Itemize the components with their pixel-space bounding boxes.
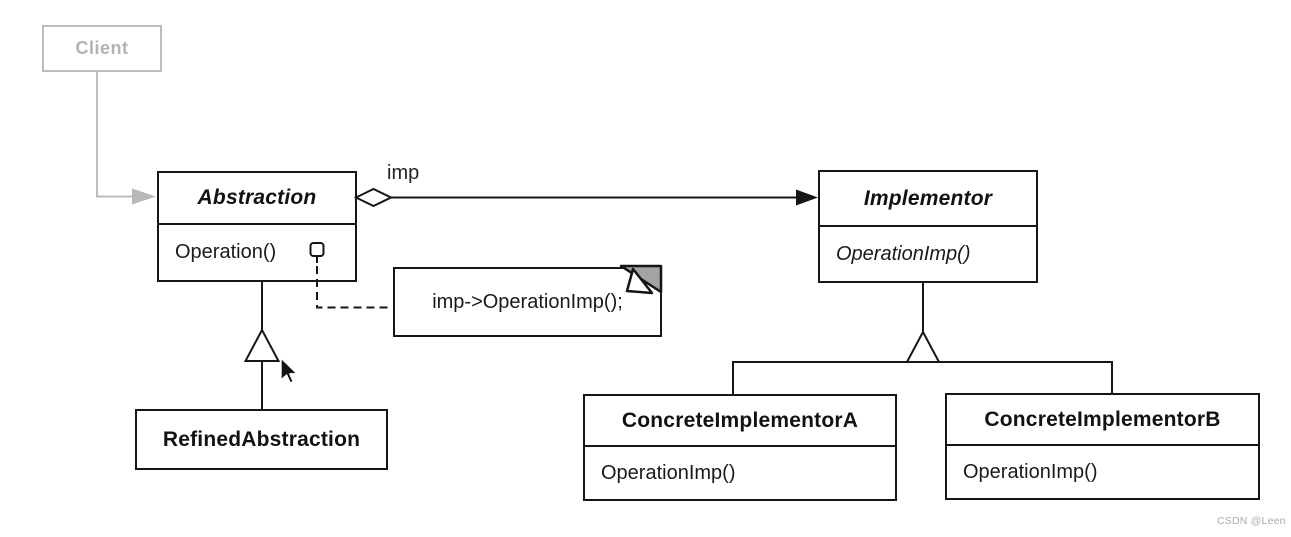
- class-client-name: Client: [75, 38, 129, 58]
- class-concrete-implementor-b-method: OperationImp(): [963, 460, 1098, 483]
- class-abstraction-name: Abstraction: [159, 173, 355, 225]
- class-concrete-implementor-b-name: ConcreteImplementorB: [947, 395, 1258, 446]
- mouse-cursor-icon: [280, 357, 298, 384]
- code-note: imp->OperationImp();: [393, 267, 662, 337]
- class-concrete-implementor-a: ConcreteImplementorA OperationImp(): [583, 394, 897, 501]
- class-client: Client: [42, 25, 162, 72]
- aggregation-diamond-icon: [353, 187, 394, 208]
- inheritance-triangle-implementor-icon: [905, 329, 941, 363]
- inheritance-triangle-abstraction-icon: [243, 327, 281, 362]
- class-implementor-name: Implementor: [820, 172, 1036, 227]
- class-refined-abstraction-name: RefinedAbstraction: [162, 427, 361, 451]
- class-concrete-implementor-b: ConcreteImplementorB OperationImp(): [945, 393, 1260, 500]
- class-abstraction-method-operation: Operation(): [175, 241, 277, 263]
- client-dependency-arrowhead-icon: [132, 188, 156, 205]
- class-implementor-method-operationimp: OperationImp(): [836, 242, 971, 265]
- class-concrete-implementor-a-name: ConcreteImplementorA: [585, 396, 895, 447]
- class-implementor: Implementor OperationImp(): [818, 170, 1038, 283]
- implementor-hierarchy-connector: [732, 361, 1113, 394]
- client-dependency-line: [96, 72, 133, 198]
- watermark: CSDN @Leen: [1217, 515, 1286, 527]
- imp-role-label: imp: [387, 162, 420, 184]
- class-refined-abstraction: RefinedAbstraction: [135, 409, 388, 470]
- navigability-arrowhead-icon: [796, 189, 818, 206]
- class-abstraction: Abstraction Operation(): [157, 171, 357, 282]
- class-concrete-implementor-a-method: OperationImp(): [601, 461, 736, 484]
- code-note-text: imp->OperationImp();: [432, 290, 623, 313]
